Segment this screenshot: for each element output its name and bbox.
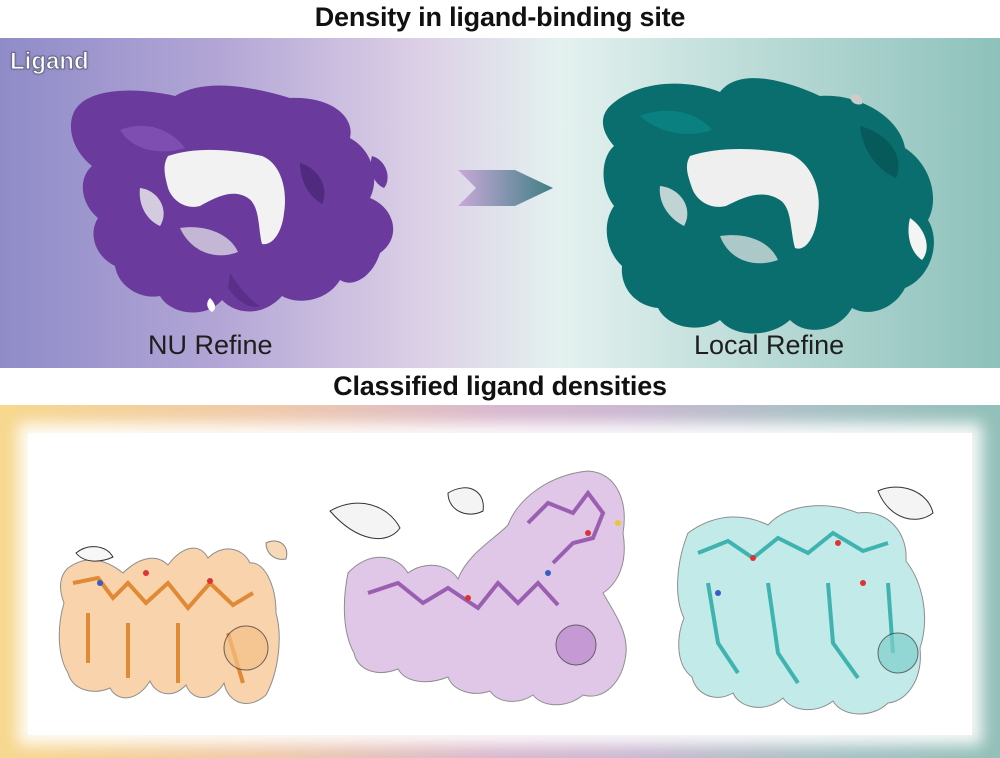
ligand-density-class-1 <box>58 540 288 704</box>
section-title: Classified ligand densities <box>333 371 667 401</box>
local-refine-label: Local Refine <box>694 330 845 360</box>
classified-densities-panel <box>0 405 1000 758</box>
density-comparison-art <box>70 78 934 334</box>
main-title: Density in ligand-binding site <box>314 2 686 32</box>
ligand-density-class-3 <box>677 486 934 715</box>
refinement-arrow <box>458 170 553 206</box>
nu-refine-density-map <box>70 85 394 313</box>
classified-densities-canvas <box>28 433 972 735</box>
classified-densities-art <box>58 470 934 715</box>
density-comparison-panel: Ligand NU Refine Local Refine <box>0 38 1000 368</box>
ligand-density-class-2 <box>329 470 627 706</box>
ligand-tag: Ligand <box>10 48 90 76</box>
nu-refine-label: NU Refine <box>148 330 273 360</box>
local-refine-density-map <box>602 78 934 334</box>
